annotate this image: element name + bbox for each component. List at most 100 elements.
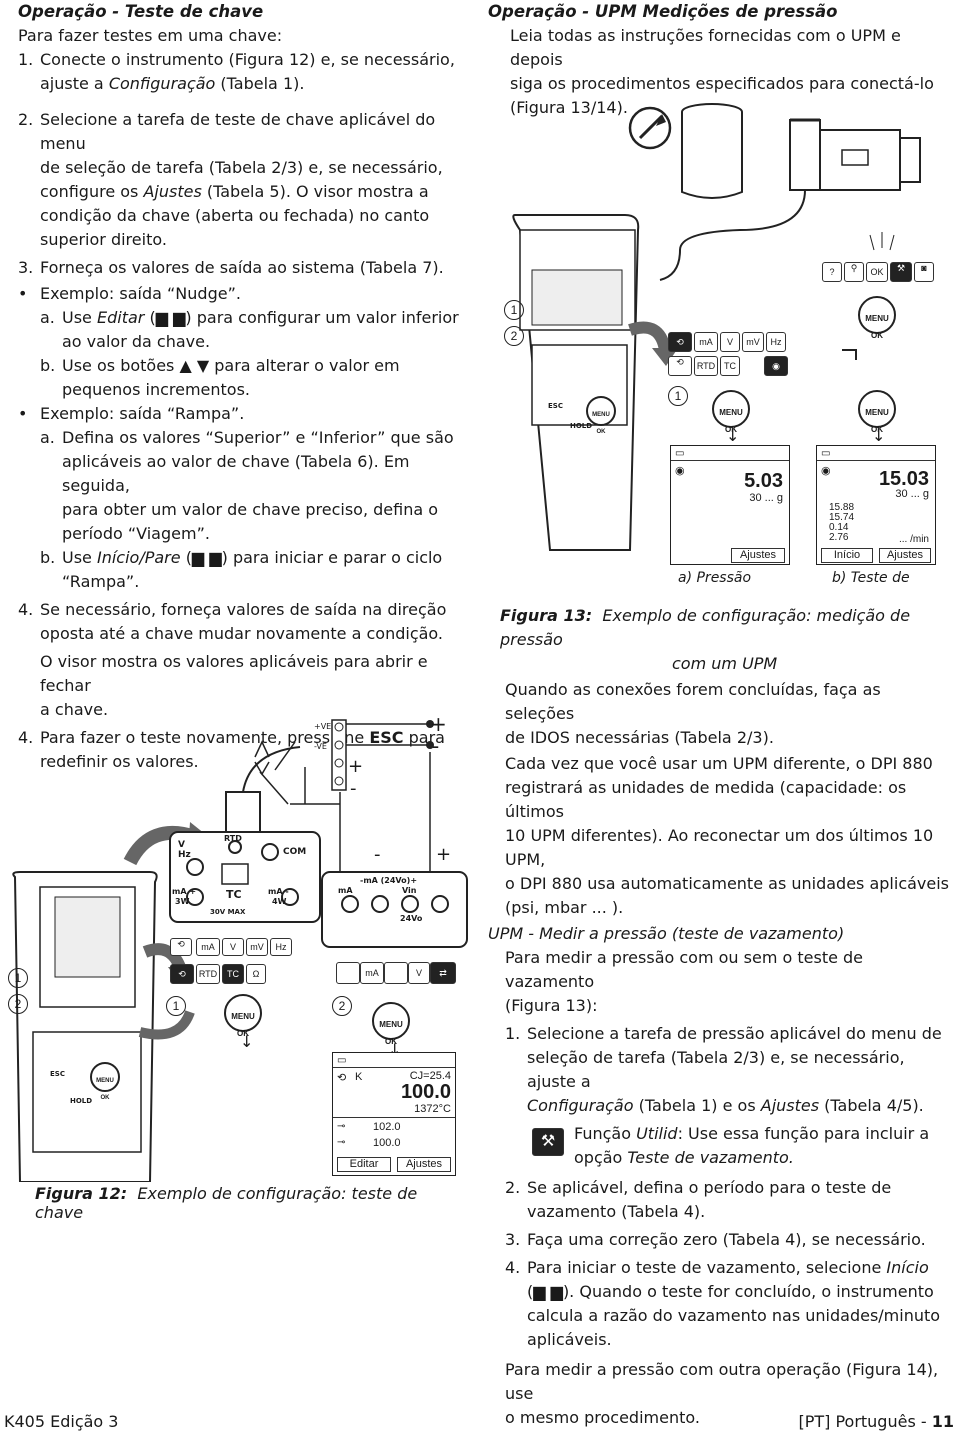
softkey-icon: (▆ ▆ bbox=[527, 1282, 563, 1301]
terminal2-ma: -mA (24Vo)+ bbox=[360, 876, 418, 885]
icon-tc: TC bbox=[720, 356, 740, 376]
icon-tc: TC bbox=[222, 964, 244, 984]
lcd-leak-values: 15.88 15.74 0.14 2.76 bbox=[829, 502, 855, 543]
terminal-30v: 30V MAX bbox=[210, 908, 246, 916]
footer-left: K405 Edição 3 bbox=[4, 1412, 119, 1431]
minus-ve-label: -VE bbox=[314, 742, 327, 751]
rampa-a: a.Defina os valores “Superior” e “Inferi… bbox=[40, 428, 454, 447]
pressure-icon: ◉ bbox=[764, 356, 788, 376]
camera-icon: ◙ bbox=[914, 262, 934, 282]
battery-icon: ▭ bbox=[675, 448, 685, 459]
step-1-cont: Configuração (Tabela 1) e os Ajustes (Ta… bbox=[527, 1096, 924, 1115]
intro: Leia todas as instruções fornecidas com … bbox=[510, 26, 901, 69]
marker-1: 1 bbox=[8, 968, 28, 988]
lcd-unit: K bbox=[355, 1071, 363, 1083]
box-icon bbox=[336, 962, 360, 984]
step-4-note: O visor mostra os valores aplicáveis par… bbox=[40, 652, 428, 695]
step-2: 2.Se aplicável, defina o período para o … bbox=[505, 1178, 892, 1197]
bullet-nudge: •Exemplo: saída “Nudge”. bbox=[18, 284, 241, 303]
esc-button: ESC bbox=[50, 1070, 65, 1078]
icon-v: V bbox=[222, 938, 244, 956]
utility-icon: ⚒ bbox=[532, 1128, 564, 1156]
figure-13-caption: com um UPM bbox=[672, 654, 778, 673]
icon-ma: mA bbox=[196, 938, 220, 956]
help-icon: ? bbox=[822, 262, 842, 282]
minus-sign: - bbox=[432, 734, 440, 758]
utility-icon: ⚒ bbox=[890, 262, 912, 282]
up-down-arrows-icon: ▲ ▼ bbox=[179, 356, 210, 375]
terminal-tc: TC bbox=[226, 888, 242, 901]
figure-12-caption: Figura 12: Exemplo de configuração: test… bbox=[35, 1184, 418, 1222]
step-1-cont: seleção de tarefa (Tabela 2/3) e, se nec… bbox=[527, 1048, 905, 1091]
icon-rtd: RTD bbox=[196, 964, 220, 984]
minus-sign: - bbox=[350, 778, 357, 799]
paragraph: registrará as unidades de medida (capaci… bbox=[505, 778, 907, 821]
rampa-a-cont: período “Viagem”. bbox=[62, 524, 210, 543]
nudge-a: a.Use Editar (▆ ▆) para configurar um va… bbox=[40, 308, 459, 327]
step-2-line: configure os Ajustes (Tabela 5). O visor… bbox=[40, 182, 429, 201]
paragraph: Quando as conexões forem concluídas, faç… bbox=[505, 680, 881, 723]
marker-2: 2 bbox=[332, 996, 352, 1016]
paragraph: de IDOS necessárias (Tabela 2/3). bbox=[505, 728, 774, 747]
measure-icon: ⟲ bbox=[668, 332, 692, 352]
terminal-v: V bbox=[178, 840, 185, 850]
icon-hz: Hz bbox=[766, 332, 786, 352]
intro: Para fazer testes em uma chave: bbox=[18, 26, 283, 45]
figure-13-drawing bbox=[512, 103, 921, 551]
icon-hz: Hz bbox=[270, 938, 292, 956]
plus-sign: + bbox=[348, 756, 364, 777]
nudge-b-cont: pequenos incrementos. bbox=[62, 380, 250, 399]
caption-a: a) Pressão bbox=[678, 570, 752, 586]
down-arrow-icon: ↓ bbox=[726, 426, 740, 445]
rampa-b: b.Use Início/Pare (▆ ▆) para iniciar e p… bbox=[40, 548, 443, 567]
left-column: Operação - Teste de chave Para fazer tes… bbox=[18, 0, 473, 774]
bullet-rampa: •Exemplo: saída “Rampa”. bbox=[18, 404, 245, 423]
nudge-a-cont: ao valor da chave. bbox=[62, 332, 211, 351]
sub-heading: UPM - Medir a pressão (teste de vazament… bbox=[488, 924, 845, 943]
paragraph: Para medir a pressão com ou sem o teste … bbox=[505, 948, 864, 991]
terminal-ma-minus: mA - bbox=[268, 887, 289, 896]
terminal2-vin: Vin bbox=[402, 886, 417, 895]
down-arrow-icon: ↓ bbox=[872, 426, 886, 445]
lcd-value-2: 100.0 bbox=[373, 1137, 401, 1149]
step-4b-cont: redefinir os valores. bbox=[40, 752, 199, 771]
icon-rtd: RTD bbox=[694, 356, 718, 376]
lcd-value-1: 102.0 bbox=[373, 1121, 401, 1133]
step-4: 4.Se necessário, forneça valores de saíd… bbox=[18, 600, 447, 619]
plus-sign: + bbox=[430, 712, 447, 736]
marker-1: 1 bbox=[166, 996, 186, 1016]
function-note: ⚒ Função Utilid: Use essa função para in… bbox=[488, 1122, 954, 1170]
terminal-rtd: RTD bbox=[224, 834, 242, 843]
marker-1: 1 bbox=[504, 300, 524, 320]
step-4-cont: oposta até a chave mudar novamente a con… bbox=[40, 624, 444, 643]
section-heading: Operação - Teste de chave bbox=[18, 2, 264, 21]
softkey-inicio: Início bbox=[821, 548, 873, 563]
lcd-unit: 30 ... g bbox=[749, 492, 783, 504]
step-4-cont: (▆ ▆). Quando o teste for concluído, o i… bbox=[527, 1282, 934, 1301]
measure-icon: ⟲ bbox=[337, 1072, 347, 1084]
battery-icon: ▭ bbox=[337, 1055, 347, 1066]
lcd-unit: 30 ... g bbox=[895, 488, 929, 500]
lcd-switch-test: ▭ ⟲ K CJ=25.4 100.0 1372°C ⊸ 102.0 ⊸ 100… bbox=[332, 1052, 456, 1176]
softkey-ajustes: Ajustes bbox=[879, 548, 931, 563]
step-4b: 4.Para fazer o teste novamente, pression… bbox=[18, 728, 445, 747]
terminal2-24vo: 24Vo bbox=[400, 914, 423, 923]
softkey-editar: Editar bbox=[337, 1157, 391, 1172]
paragraph: (Figura 13): bbox=[505, 996, 598, 1015]
icon-ma-24v bbox=[384, 962, 408, 984]
step-2-line: de seleção de tarefa (Tabela 2/3) e, se … bbox=[40, 158, 443, 177]
source-icon: ⟲ bbox=[668, 356, 692, 376]
lcd-leak-test: ▭ ◉ 15.03 30 ... g 15.88 15.74 0.14 2.76… bbox=[816, 445, 936, 565]
terminal-ma-plus: mA + bbox=[172, 887, 197, 896]
switch-open-icon: ⊸ bbox=[337, 1121, 346, 1132]
source-icon: ⟲ bbox=[170, 938, 192, 956]
lcd-cj: CJ=25.4 bbox=[409, 1070, 451, 1082]
figure-12: +VE -VE + - + - - + V Hz RTD COM TC mA +… bbox=[0, 712, 470, 1222]
lcd-sub-value: 1372°C bbox=[414, 1103, 451, 1115]
step-1: 1.Selecione a tarefa de pressão aplicáve… bbox=[505, 1024, 942, 1043]
step-2-cont: vazamento (Tabela 4). bbox=[527, 1202, 706, 1221]
